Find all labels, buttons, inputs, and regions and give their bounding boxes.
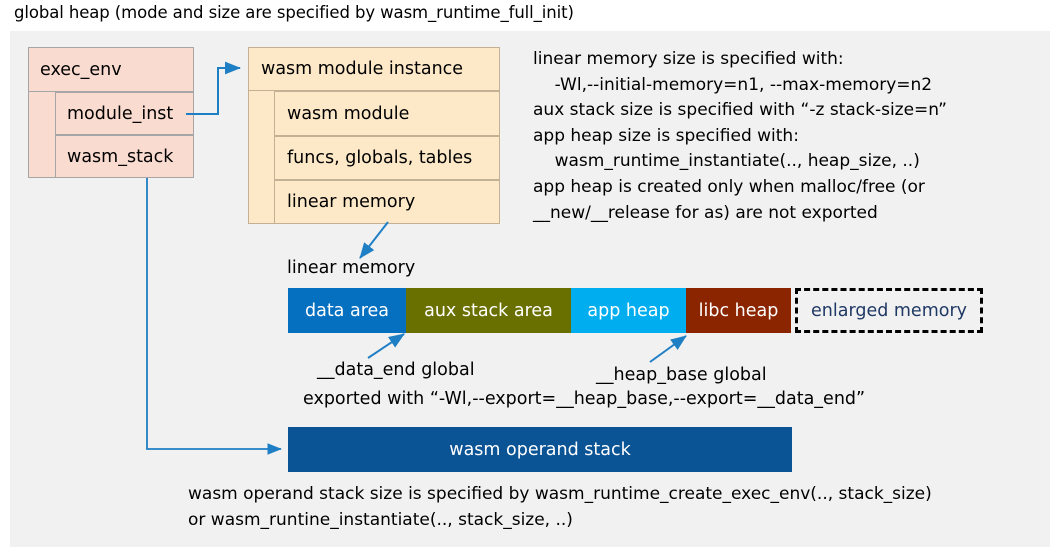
module-instance-field-linear-memory-label: linear memory [287,192,416,212]
module-instance-field-funcs-globals-tables[interactable]: funcs, globals, tables [274,136,500,180]
wasm-operand-stack-label: wasm operand stack [449,439,631,460]
exec-env-field-module-inst-label: module_inst [67,103,174,124]
exec-env-field-module-inst[interactable]: module_inst [55,92,194,135]
memory-segment-libc-heap-label: libc heap [698,300,779,321]
memory-segment-enlarged-memory[interactable]: enlarged memory [795,288,983,333]
memory-segment-libc-heap[interactable]: libc heap [686,288,791,333]
memory-segment-aux-stack-area[interactable]: aux stack area [406,288,571,333]
exec-env-field-wasm-stack-label: wasm_stack [67,146,174,167]
module-instance-field-wasm-module-label: wasm module [287,103,410,124]
module-instance-field-linear-memory[interactable]: linear memory [274,180,500,224]
wasm-operand-stack-box[interactable]: wasm operand stack [288,427,792,472]
linear-memory-label: linear memory [287,258,416,278]
memory-segment-app-heap[interactable]: app heap [571,288,686,333]
module-instance-field-wasm-module[interactable]: wasm module [274,91,500,136]
page-title: global heap (mode and size are specified… [14,3,574,22]
operand-stack-notes: wasm operand stack size is specified by … [188,484,932,530]
heap-base-annotation: __heap_base global [596,365,767,385]
exec-env-header: exec_env [28,47,194,92]
exported-with-annotation: exported with “-Wl,--export=__heap_base,… [303,389,866,409]
memory-segment-app-heap-label: app heap [587,300,670,321]
module-instance-header-label: wasm module instance [261,59,464,79]
data-end-annotation: __data_end global [317,360,475,380]
module-instance-header: wasm module instance [248,47,500,91]
config-notes: linear memory size is specified with: -W… [533,49,947,223]
memory-segment-data-area[interactable]: data area [288,288,406,333]
exec-env-header-label: exec_env [40,59,122,80]
memory-segment-data-area-label: data area [304,300,389,321]
memory-segment-enlarged-memory-label: enlarged memory [811,300,967,321]
module-instance-field-funcs-globals-tables-label: funcs, globals, tables [287,148,473,168]
exec-env-field-wasm-stack[interactable]: wasm_stack [55,135,194,178]
linear-memory-bar: data area aux stack area app heap libc h… [288,288,983,333]
memory-segment-aux-stack-area-label: aux stack area [424,300,553,321]
